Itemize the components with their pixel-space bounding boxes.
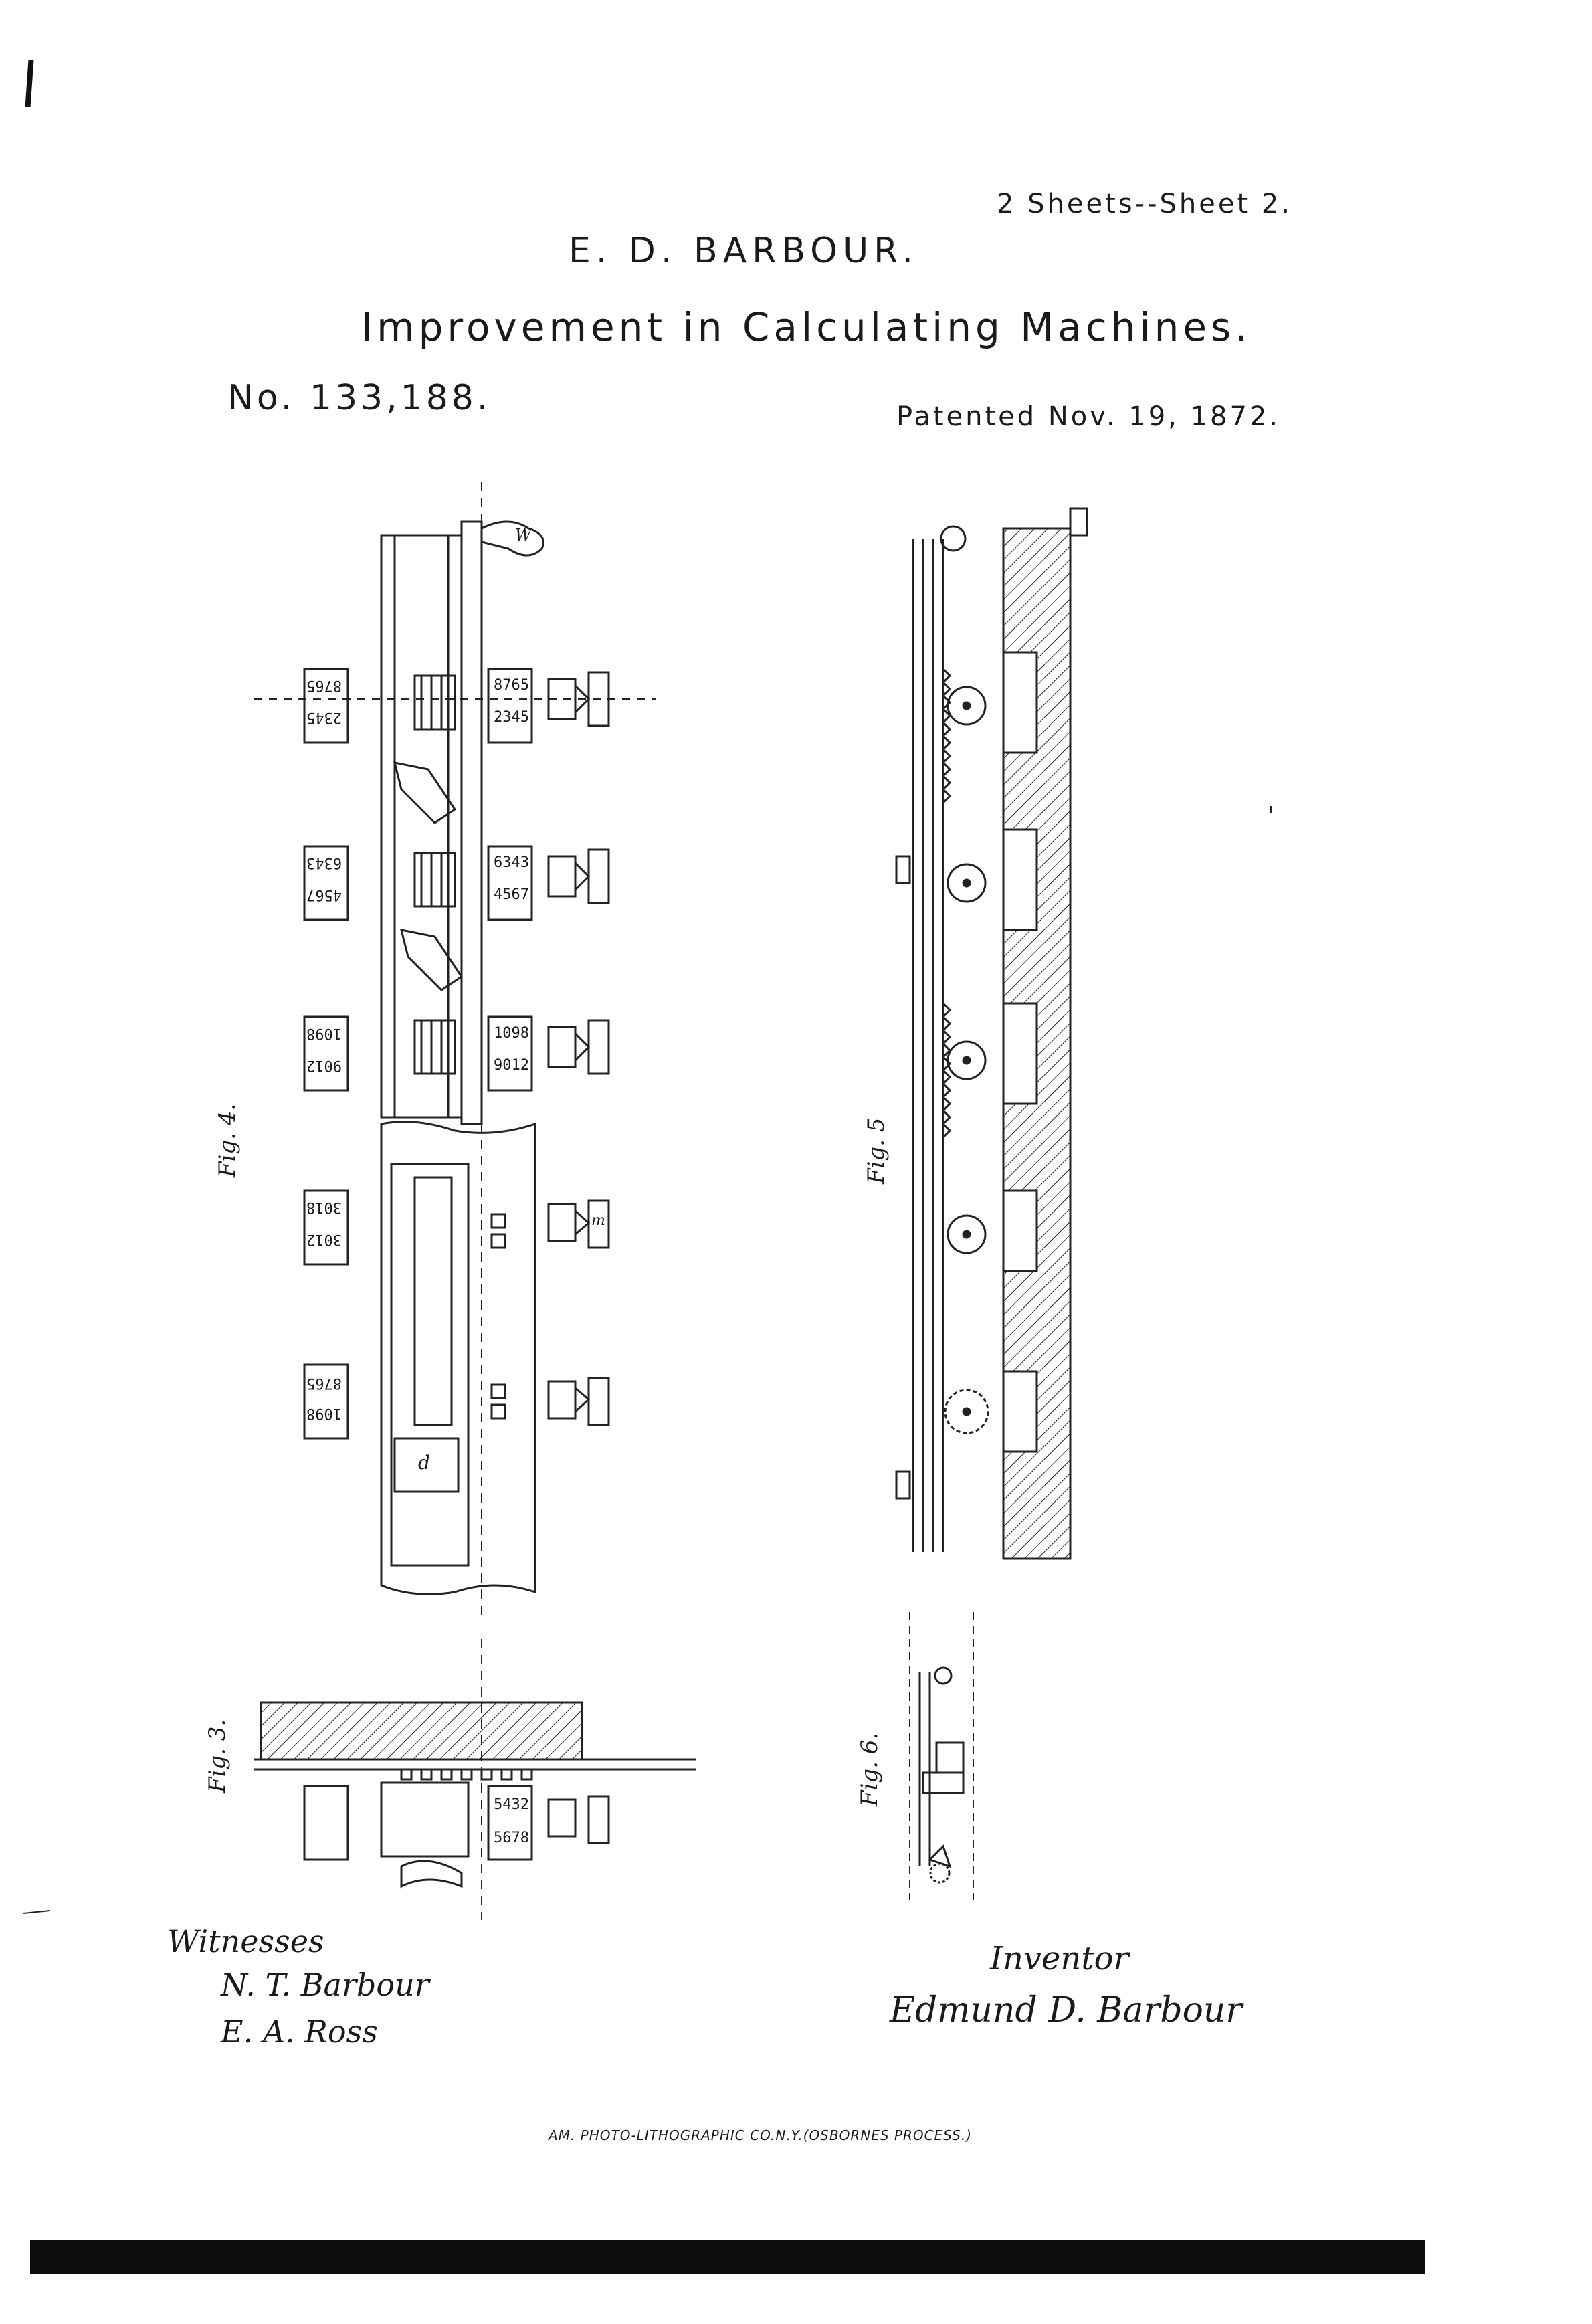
figure-4-drawing: [254, 482, 656, 1619]
witness-signature-2: E. A. Ross: [221, 2014, 378, 2050]
inventor-signature: Edmund D. Barbour: [890, 1990, 1243, 2030]
fig-4-label: Fig. 4.: [214, 1103, 241, 1177]
counter-label: 3012: [306, 1231, 342, 1248]
patent-date: Patented Nov. 19, 1872.: [896, 401, 1281, 432]
counter-label: 4567: [494, 886, 529, 903]
label-d: d: [418, 1452, 430, 1474]
counter-label: 4567: [306, 886, 342, 903]
figure-3-drawing: [254, 1639, 696, 1920]
counter-label: 9012: [306, 1057, 342, 1074]
scan-border-bar: [30, 2240, 1425, 2274]
counter-label: 8765: [306, 1375, 342, 1391]
patent-title: Improvement in Calculating Machines.: [361, 304, 1252, 350]
counter-label: 5432: [494, 1796, 529, 1813]
witnesses-label: Witnesses: [167, 1923, 324, 1959]
counter-label: 6343: [494, 854, 529, 871]
inventor-label: Inventor: [990, 1940, 1129, 1977]
patent-number: No. 133,188.: [227, 378, 492, 418]
sheet-number: 2 Sheets--Sheet 2.: [997, 189, 1293, 219]
scan-dash: [23, 1910, 51, 1914]
counter-label: 1098: [306, 1025, 342, 1042]
fig-3-label: Fig. 3.: [204, 1719, 231, 1793]
counter-label: 2345: [494, 709, 529, 726]
label-w: W: [515, 526, 532, 545]
figure-6-drawing: [909, 1612, 974, 1900]
lithographer-credit: AM. PHOTO-LITHOGRAPHIC CO.N.Y.(OSBORNES …: [549, 2127, 973, 2143]
label-m: m: [591, 1212, 605, 1229]
counter-label: 1098: [306, 1405, 342, 1422]
counter-label: 8765: [494, 677, 529, 694]
inventor-name: E. D. BARBOUR.: [569, 231, 918, 271]
counter-label: 5678: [494, 1830, 529, 1846]
fig-5-label: Fig. 5: [863, 1117, 890, 1184]
counter-label: 1098: [494, 1025, 529, 1042]
counter-label: 3018: [306, 1199, 342, 1216]
figure-5-drawing: [895, 507, 1088, 1560]
counter-label: 8765: [306, 677, 342, 694]
witness-signature-1: N. T. Barbour: [221, 1967, 429, 2003]
counter-label: 6343: [306, 854, 342, 871]
counter-label: 2345: [306, 709, 342, 726]
fig-6-label: Fig. 6.: [856, 1732, 883, 1806]
counter-label: 9012: [494, 1057, 529, 1074]
